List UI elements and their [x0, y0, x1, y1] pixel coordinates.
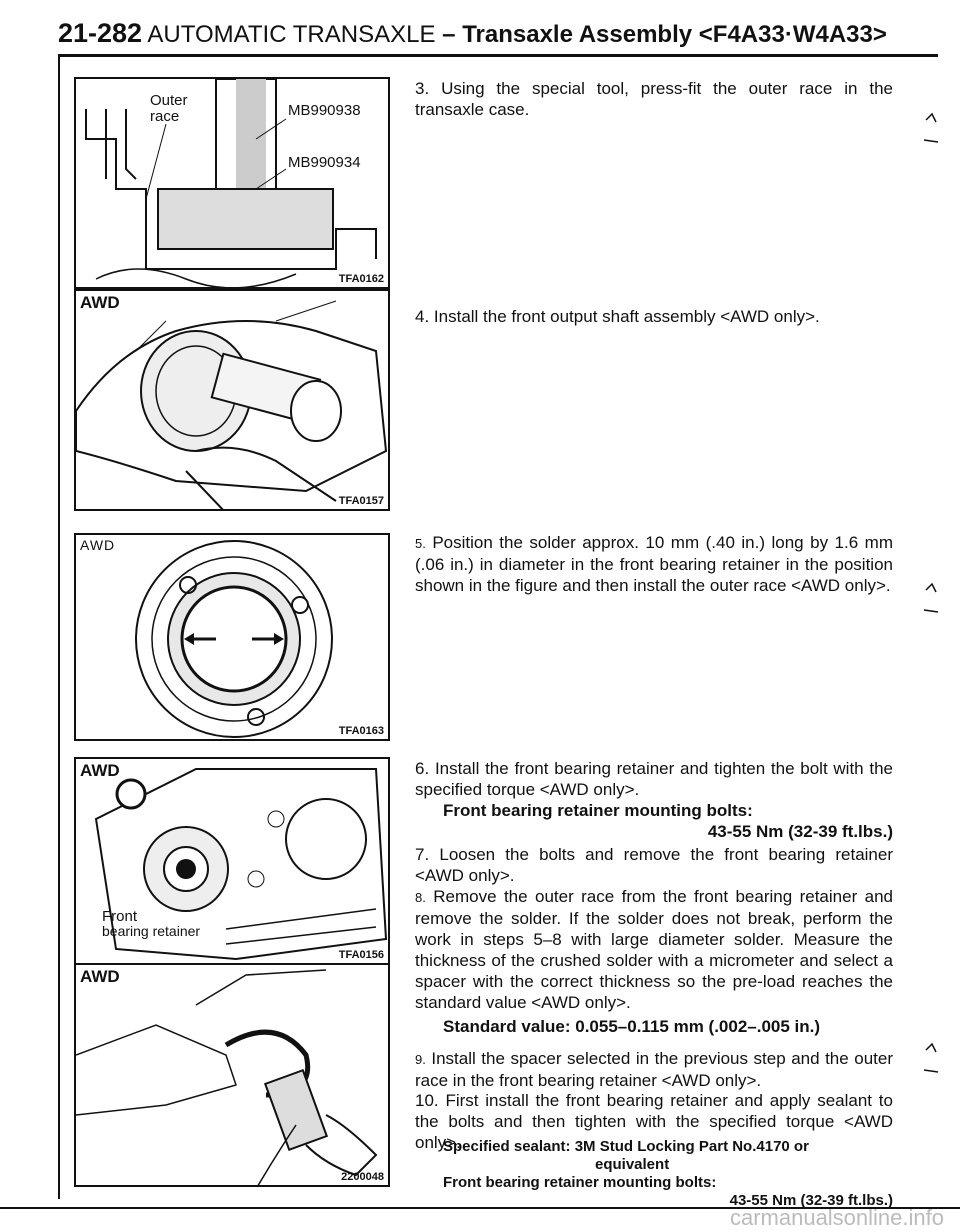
step-text: Install the front bearing retainer and t… — [415, 759, 894, 799]
label-mb990938: MB990938 — [288, 102, 361, 119]
retainer-solder-illustration — [135, 540, 333, 738]
step-text: First install the front bearing retainer… — [415, 1091, 893, 1152]
page-number: 21-282 — [58, 18, 143, 48]
figure-outer-race-press: Outer race MB990938 MB990934 TFA0162 — [74, 77, 390, 289]
step-3: 3. Using the special tool, press-fit the… — [415, 78, 893, 120]
label-mb990934: MB990934 — [288, 154, 361, 171]
step-number: 5. — [415, 536, 426, 551]
step-10-spec-value: 43-55 Nm (32-39 ft.lbs.) — [729, 1192, 893, 1209]
spec-label: Front bearing retainer mounting bolts: — [443, 1174, 717, 1191]
step-number: 4. — [415, 307, 430, 326]
step-text: Install the front output shaft assembly … — [433, 307, 820, 326]
step-text: Remove the outer race from the front bea… — [415, 887, 893, 1012]
section-title: Transaxle Assembly — [462, 21, 693, 48]
output-shaft-illustration — [76, 300, 388, 509]
step-number: 8. — [415, 890, 426, 905]
label-bearing-retainer: bearing retainer — [102, 923, 201, 939]
label-outer: Outer — [150, 92, 188, 109]
micrometer-illustration — [76, 969, 378, 1185]
step-6: 6. Install the front bearing retainer an… — [415, 758, 893, 842]
figure-bearing-retainer-solder: AWD TFA0163 — [74, 533, 390, 741]
figure-micrometer: AWD 2200048 — [74, 963, 390, 1187]
step-text: Loosen the bolts and remove the front be… — [415, 845, 893, 885]
step-8: 8. Remove the outer race from the front … — [415, 886, 893, 1037]
figure-code: TFA0163 — [338, 725, 384, 737]
step-7: 7. Loosen the bolts and remove the front… — [415, 844, 893, 886]
step-number: 10. — [415, 1091, 439, 1110]
figure-code: 2200048 — [341, 1171, 384, 1183]
press-fit-illustration — [85, 79, 377, 287]
figure-column: Outer race MB990938 MB990934 TFA0162 AWD… — [58, 57, 392, 1199]
label-race: race — [150, 108, 180, 125]
header-rule — [58, 54, 938, 57]
spec-value: 43-55 Nm (32-39 ft.lbs.) — [707, 822, 893, 841]
sealant-label: Specified sealant: 3M Stud Locking Part … — [443, 1138, 809, 1155]
footer-rule — [0, 1207, 960, 1209]
figure-tag: AWD — [80, 761, 120, 780]
step-number: 6. — [415, 759, 430, 778]
page-header: 21-282 AUTOMATIC TRANSAXLE – Transaxle A… — [58, 18, 887, 49]
figure-front-output-shaft: AWD TFA0157 — [74, 289, 390, 511]
step-text: Using the special tool, press-fit the ou… — [415, 79, 893, 119]
watermark: carmanualsonline.info — [729, 1205, 944, 1230]
step-number: 7. — [415, 845, 430, 864]
figure-tag: AWD — [80, 293, 120, 312]
step-4: 4. Install the front output shaft assemb… — [415, 306, 893, 327]
figure-tag: AWD — [80, 967, 120, 986]
step-10: 10. First install the front bearing reta… — [415, 1090, 893, 1153]
figure-code: TFA0162 — [338, 273, 384, 285]
figure-tag: AWD — [80, 537, 116, 553]
margin-marks — [923, 112, 939, 1073]
step-text: Position the solder approx. 10 mm (.40 i… — [415, 533, 893, 595]
step-10-specs: Specified sealant: 3M Stud Locking Part … — [415, 1138, 893, 1210]
figure-front-bearing-retainer: AWD Front bearing retainer TFA0156 — [74, 757, 390, 965]
figure-code: TFA0157 — [338, 495, 384, 507]
standard-value: Standard value: 0.055–0.115 mm (.002–.00… — [443, 1017, 821, 1036]
sealant-value: equivalent — [595, 1156, 670, 1173]
spec-label: Front bearing retainer mounting bolts: — [443, 801, 753, 820]
label-front: Front — [102, 908, 138, 925]
figure-code: TFA0156 — [338, 949, 384, 961]
step-number: 9. — [415, 1052, 426, 1067]
step-5: 5. Position the solder approx. 10 mm (.4… — [415, 532, 893, 596]
step-number: 3. — [415, 79, 430, 98]
step-9: 9. Install the spacer selected in the pr… — [415, 1048, 893, 1091]
chapter-title: AUTOMATIC TRANSAXLE — [147, 21, 436, 48]
bearing-retainer-illustration — [94, 768, 388, 961]
step-text: Install the spacer selected in the previ… — [415, 1049, 893, 1090]
header-dash: – — [442, 21, 456, 48]
model-code: <F4A33·W4A33> — [698, 21, 887, 48]
